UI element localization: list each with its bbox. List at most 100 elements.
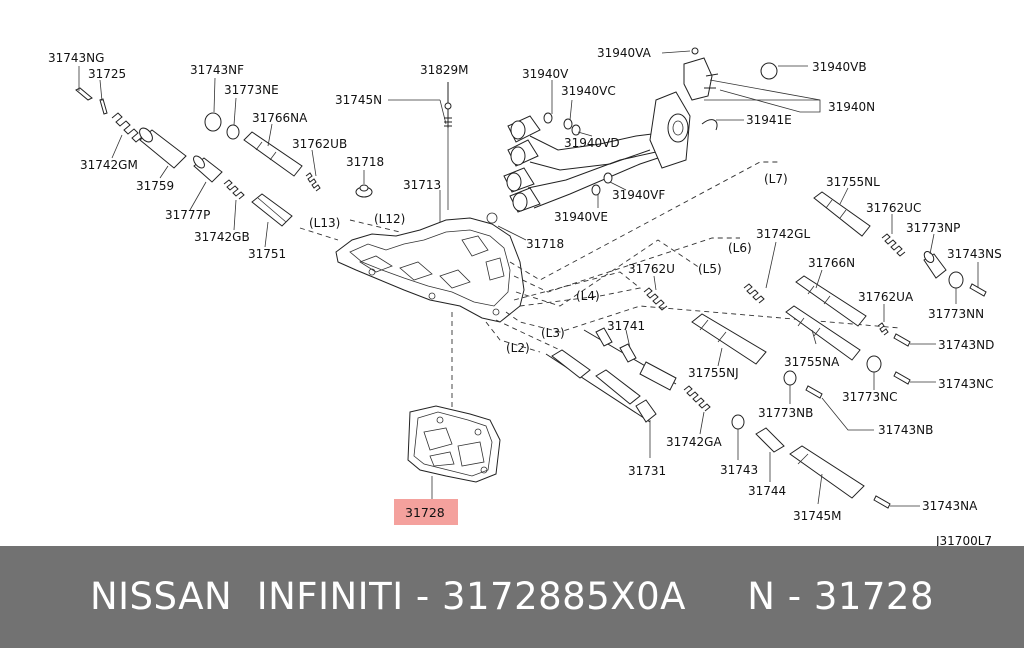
label-31742gb: 31742GB: [194, 230, 250, 244]
label-31728-highlighted: 31728: [405, 505, 445, 520]
label-31725: 31725: [88, 67, 126, 81]
label-31773nc: 31773NC: [842, 390, 898, 404]
tag-l5: (L5): [698, 262, 722, 276]
part-31773np-plug: [923, 233, 947, 279]
highlight-box: [394, 499, 458, 525]
tag-l7: (L7): [764, 172, 788, 186]
part-31762u-spring: [643, 275, 668, 311]
label-31743na: 31743NA: [922, 499, 978, 513]
part-31743ns-clip: [969, 262, 987, 297]
part-31755nj-valve: [691, 313, 767, 367]
part-31773ne-ring: [226, 97, 240, 140]
tag-l13: (L13): [309, 216, 340, 230]
footer-part-number: NISSAN INFINITI - 3172885X0A N - 31728: [89, 575, 935, 618]
label-31751: 31751: [248, 247, 286, 261]
label-31941e: 31941E: [746, 113, 792, 127]
part-31759-sleeve: [139, 127, 187, 179]
label-31773nb: 31773NB: [758, 406, 813, 420]
part-31744-plug: [755, 427, 785, 482]
label-31742ga: 31742GA: [666, 435, 722, 449]
label-31766na: 31766NA: [252, 111, 308, 125]
part-31742gb-spring: [223, 179, 245, 231]
drawing-code: J31700L7: [935, 534, 992, 546]
part-31741-valve: [583, 327, 677, 391]
diagram-svg: 31743NG 31725 31742GM 31759 31777P 31742…: [48, 46, 1002, 548]
part-31755nl-valve: [813, 187, 871, 237]
part-31743nd-clip: [893, 333, 936, 347]
tag-l12: (L12): [374, 212, 405, 226]
label-31762ub: 31762UB: [292, 137, 347, 151]
part-31773nn-ring: [948, 271, 964, 304]
label-31940v: 31940V: [522, 67, 569, 81]
label-31829m: 31829M: [420, 63, 469, 77]
part-31743nc-clip: [893, 371, 936, 385]
part-31742ga-spring: [683, 385, 711, 435]
dashed-guides: [299, 161, 901, 353]
label-31718-right: 31718: [526, 237, 564, 251]
label-31940vf: 31940VF: [612, 188, 665, 202]
label-31766n: 31766N: [808, 256, 855, 270]
label-31743ns: 31743NS: [947, 247, 1002, 261]
label-31718-left: 31718: [346, 155, 384, 169]
part-31718-cup: [355, 170, 373, 198]
part-31762ua-spring: [877, 304, 889, 336]
label-31742gl: 31742GL: [756, 227, 810, 241]
label-31940vb: 31940VB: [812, 60, 867, 74]
tag-l6: (L6): [728, 241, 752, 255]
tag-l3: (L3): [541, 326, 565, 340]
label-31940va: 31940VA: [597, 46, 652, 60]
part-31773nb-ring: [783, 370, 797, 404]
part-31743-ring: [731, 414, 745, 460]
label-31742gm: 31742GM: [80, 158, 138, 172]
part-31743na-clip: [873, 495, 920, 509]
label-31743nf: 31743NF: [190, 63, 244, 77]
label-31762uc: 31762UC: [866, 201, 921, 215]
label-31940vc: 31940VC: [561, 84, 616, 98]
label-31762ua: 31762UA: [858, 290, 914, 304]
separate-plate-31728-drawing: [407, 312, 501, 500]
part-31742gl-spring: [743, 241, 777, 304]
part-31743ng-drawing: [75, 66, 93, 101]
part-31777p-plug: [189, 155, 223, 211]
part-31743nb-clip: [805, 385, 874, 431]
part-31773nc-ring: [866, 355, 882, 390]
label-31759: 31759: [136, 179, 174, 193]
label-31755nj: 31755NJ: [688, 366, 739, 380]
part-31731-valve: [545, 349, 657, 458]
part-31766n-valve: [795, 269, 867, 327]
line-tags: (L13) (L12) (L7) (L6) (L5) (L4) (L3) (L2…: [309, 172, 788, 355]
label-31743ng: 31743NG: [48, 51, 104, 65]
part-31745m-valve: [789, 445, 865, 505]
label-31777p: 31777P: [165, 208, 210, 222]
part-31766na-valve: [243, 123, 303, 177]
label-31743nc: 31743NC: [938, 377, 994, 391]
solenoid-harness-drawing: [503, 47, 821, 213]
tag-l2: (L2): [506, 341, 530, 355]
label-31762u: 31762U: [628, 262, 675, 276]
label-31773ne: 31773NE: [224, 83, 279, 97]
parts-diagram: 31743NG 31725 31742GM 31759 31777P 31742…: [48, 46, 1002, 548]
label-31743: 31743: [720, 463, 758, 477]
label-31745m: 31745M: [793, 509, 842, 523]
part-31762ub-spring: [305, 149, 321, 192]
label-31755nl: 31755NL: [826, 175, 880, 189]
label-31940vd: 31940VD: [564, 136, 620, 150]
part-31742gm-spring: [111, 112, 143, 159]
part-31725-drawing: [99, 79, 108, 115]
part-31829m-pin: [444, 82, 452, 210]
part-31745n-leader: [388, 99, 447, 125]
label-31773np: 31773NP: [906, 221, 960, 235]
part-labels: 31743NG 31725 31742GM 31759 31777P 31742…: [48, 46, 1002, 523]
label-31773nn: 31773NN: [928, 307, 984, 321]
part-31743nf-ring: [204, 77, 222, 132]
part-31762uc-spring: [881, 214, 906, 257]
label-31940ve: 31940VE: [554, 210, 608, 224]
label-31743nd: 31743ND: [938, 338, 994, 352]
label-31743nb: 31743NB: [878, 423, 933, 437]
label-31741: 31741: [607, 319, 645, 333]
label-31731: 31731: [628, 464, 666, 478]
label-31755na: 31755NA: [784, 355, 840, 369]
footer-bar: NISSAN INFINITI - 3172885X0A N - 31728: [0, 546, 1024, 648]
part-31755na-valve: [785, 305, 861, 361]
